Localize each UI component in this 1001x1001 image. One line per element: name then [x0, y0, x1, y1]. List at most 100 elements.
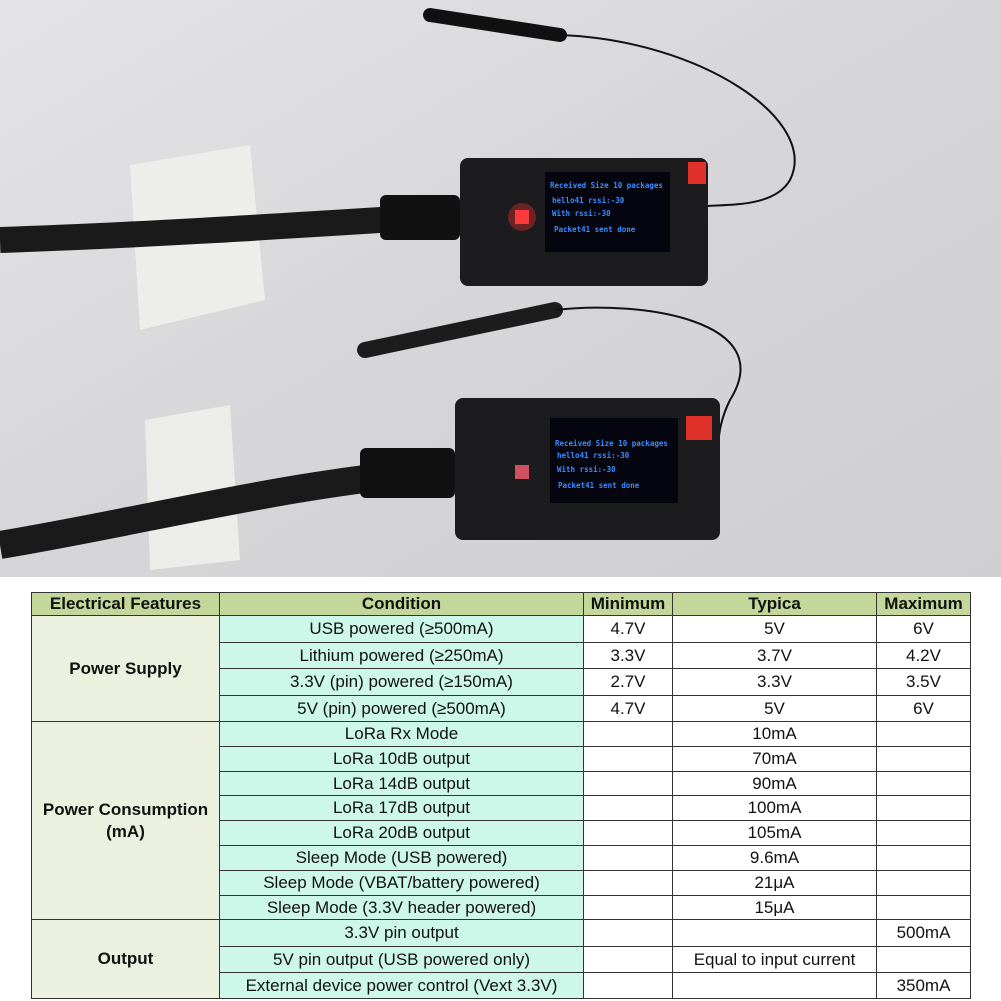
typical-cell: 5V	[672, 615, 877, 643]
condition-cell: Lithium powered (≥250mA)	[219, 641, 584, 669]
red-led	[515, 210, 529, 224]
condition-cell: 3.3V (pin) powered (≥150mA)	[219, 668, 584, 696]
maximum-cell: 3.5V	[876, 668, 971, 696]
minimum-cell	[583, 844, 673, 871]
minimum-cell	[583, 971, 673, 1000]
table-row: Output 3.3V pin output 500mA	[31, 919, 971, 1000]
typical-cell: 100mA	[672, 795, 877, 822]
typical-cell: 10mA	[672, 721, 877, 747]
header-maximum: Maximum	[876, 592, 971, 616]
oled-line: Packet41 sent done	[558, 481, 640, 490]
header-condition: Condition	[219, 592, 584, 616]
feature-sublabel: (mA)	[106, 821, 145, 841]
usb-plug	[360, 448, 455, 498]
maximum-cell	[876, 844, 971, 871]
minimum-cell	[583, 869, 673, 896]
maximum-cell	[876, 770, 971, 797]
typical-cell: 9.6mA	[672, 844, 877, 871]
table-header-row: Electrical Features Condition Minimum Ty…	[31, 592, 971, 616]
oled-line: hello41 rssi:-30	[552, 196, 625, 205]
minimum-cell	[583, 795, 673, 822]
condition-cell: 5V (pin) powered (≥500mA)	[219, 694, 584, 722]
condition-cell: USB powered (≥500mA)	[219, 615, 584, 643]
electrical-features-table: Electrical Features Condition Minimum Ty…	[31, 592, 971, 1000]
feature-cell: Power Supply	[31, 615, 220, 722]
oled-line: Packet41 sent done	[554, 225, 636, 234]
led-glow	[508, 203, 536, 231]
minimum-cell	[583, 721, 673, 747]
typical-cell: 70mA	[672, 745, 877, 772]
antenna	[357, 302, 563, 358]
maximum-cell: 500mA	[876, 919, 971, 947]
minimum-cell	[583, 919, 673, 947]
minimum-cell	[583, 770, 673, 797]
oled-line: Received Size 10 packages	[550, 181, 663, 190]
minimum-cell: 4.7V	[583, 694, 673, 722]
minimum-cell: 4.7V	[583, 615, 673, 643]
oled-screen	[550, 418, 678, 503]
typical-cell: Equal to input current	[672, 945, 877, 973]
antenna	[423, 8, 567, 42]
maximum-cell	[876, 795, 971, 822]
condition-cell: LoRa 10dB output	[219, 745, 584, 772]
feature-cell: Output	[31, 919, 220, 1000]
typical-cell	[672, 919, 877, 947]
maximum-cell	[876, 945, 971, 973]
typical-cell: 21μA	[672, 869, 877, 896]
oled-line: With rssi:-30	[557, 465, 616, 474]
typical-cell: 15μA	[672, 894, 877, 921]
oled-line: hello41 rssi:-30	[557, 451, 630, 460]
condition-cell: 3.3V pin output	[219, 919, 584, 947]
antenna-wire	[559, 34, 796, 211]
oled-screen	[545, 172, 670, 252]
table-row: External device power control (Vext 3.3V…	[32, 971, 971, 1000]
lora-board-2: Received Size 10 packages hello41 rssi:-…	[455, 398, 720, 540]
minimum-cell	[583, 820, 673, 846]
typical-cell: 90mA	[672, 770, 877, 797]
minimum-cell	[583, 894, 673, 921]
tape	[145, 405, 240, 570]
minimum-cell	[583, 745, 673, 772]
oled-line: Received Size 10 packages	[555, 439, 668, 448]
maximum-cell: 6V	[876, 615, 971, 643]
typical-cell	[672, 971, 877, 1000]
maximum-cell	[876, 820, 971, 846]
usb-plug	[380, 195, 460, 240]
maximum-cell	[876, 721, 971, 747]
header-typical: Typica	[672, 592, 877, 616]
feature-label: Output	[97, 949, 154, 969]
typical-cell: 3.3V	[672, 668, 877, 696]
table-row: LoRa 17dB output 100mA	[32, 795, 971, 822]
table-row: Sleep Mode (VBAT/battery powered)21μA	[32, 869, 971, 896]
maximum-cell	[876, 745, 971, 772]
condition-cell: LoRa Rx Mode	[219, 721, 584, 747]
header-features: Electrical Features	[31, 592, 220, 616]
minimum-cell: 2.7V	[583, 668, 673, 696]
minimum-cell: 3.3V	[583, 641, 673, 669]
maximum-cell	[876, 869, 971, 896]
table-row: 5V pin output (USB powered only)Equal to…	[32, 945, 971, 973]
maximum-cell: 6V	[876, 694, 971, 722]
oled-line: With rssi:-30	[552, 209, 611, 218]
table-row: Sleep Mode (3.3V header powered)15μA	[32, 894, 971, 921]
lora-board-1: Received Size 10 packages hello41 rssi:-…	[460, 158, 708, 286]
led	[515, 465, 529, 479]
condition-cell: Sleep Mode (USB powered)	[219, 844, 584, 871]
maximum-cell: 4.2V	[876, 641, 971, 669]
feature-label: Power Consumption	[42, 799, 209, 819]
typical-cell: 5V	[672, 694, 877, 722]
table-row: Sleep Mode (USB powered) 9.6mA	[32, 844, 971, 871]
condition-cell: LoRa 17dB output	[219, 795, 584, 822]
chip-antenna	[686, 416, 712, 440]
typical-cell: 3.7V	[672, 641, 877, 669]
header-minimum: Minimum	[583, 592, 673, 616]
table-row: LoRa 10dB output 70mA	[32, 745, 971, 772]
maximum-cell: 350mA	[876, 971, 971, 1000]
minimum-cell	[583, 945, 673, 973]
